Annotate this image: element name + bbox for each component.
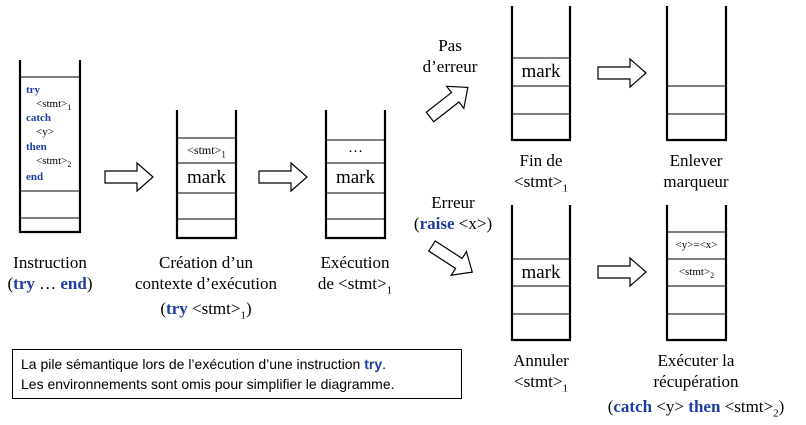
branch-error-label: Erreur (raise <x>) bbox=[413, 193, 493, 233]
stack-1-stmt2: <stmt>2 bbox=[36, 155, 72, 170]
stack-3-frame bbox=[324, 110, 387, 240]
stack-4-label: Fin de <stmt>1 bbox=[514, 151, 568, 195]
arrow-6-to-7 bbox=[597, 256, 647, 288]
arrow-1-to-2 bbox=[104, 161, 154, 193]
stack-1-end-keyword: end bbox=[26, 171, 44, 183]
stack-3-label: Exécution de <stmt>1 bbox=[317, 253, 393, 297]
caption-line-2: Les environnements sont omis pour simpli… bbox=[21, 376, 395, 392]
stack-1-y: <y> bbox=[36, 126, 54, 138]
stack-2-label: Création d’un contexte d’exécution (try … bbox=[134, 253, 278, 322]
stack-6-frame bbox=[510, 205, 572, 342]
arrow-4-to-5 bbox=[597, 57, 647, 89]
stack-7-frame bbox=[665, 205, 728, 342]
arrow-down-branch bbox=[427, 240, 474, 276]
stack-4-mark-cell: mark bbox=[521, 61, 561, 82]
stack-1-frame bbox=[18, 60, 82, 234]
stack-6-label: Annuler <stmt>1 bbox=[513, 351, 569, 395]
stack-7-label: Exécuter la récupération (catch <y> then… bbox=[607, 351, 785, 420]
stack-3-ellipsis-cell: … bbox=[348, 140, 363, 156]
stack-7-stmt2-cell: <stmt>2 bbox=[678, 266, 715, 281]
stack-1-try-keyword: try bbox=[26, 84, 41, 96]
stack-4-frame bbox=[510, 6, 572, 142]
stack-7-assign-cell: <y>=<x> bbox=[675, 239, 718, 251]
stack-2-mark-cell: mark bbox=[186, 167, 227, 188]
branch-no-error-label: Pas d’erreur bbox=[422, 36, 478, 76]
stack-5-frame bbox=[665, 6, 728, 142]
stack-1-then-keyword: then bbox=[26, 141, 47, 153]
stack-5-label: Enlever marqueur bbox=[663, 151, 729, 191]
stack-1-catch-keyword: catch bbox=[26, 112, 52, 124]
stack-1-label: Instruction (try … end) bbox=[7, 253, 93, 293]
caption-line-1: La pile sémantique lors de l’exécution d… bbox=[21, 356, 387, 372]
caption-box: La pile sémantique lors de l’exécution d… bbox=[12, 349, 462, 399]
stack-6-mark-cell: mark bbox=[521, 262, 561, 283]
arrow-2-to-3 bbox=[258, 161, 308, 193]
stack-1-stmt1: <stmt>1 bbox=[36, 98, 72, 113]
arrow-up-branch bbox=[425, 85, 469, 123]
stack-2-frame bbox=[175, 110, 238, 240]
stack-3-mark-cell: mark bbox=[335, 167, 376, 188]
stack-2-stmt1-cell: <stmt>1 bbox=[187, 143, 226, 160]
